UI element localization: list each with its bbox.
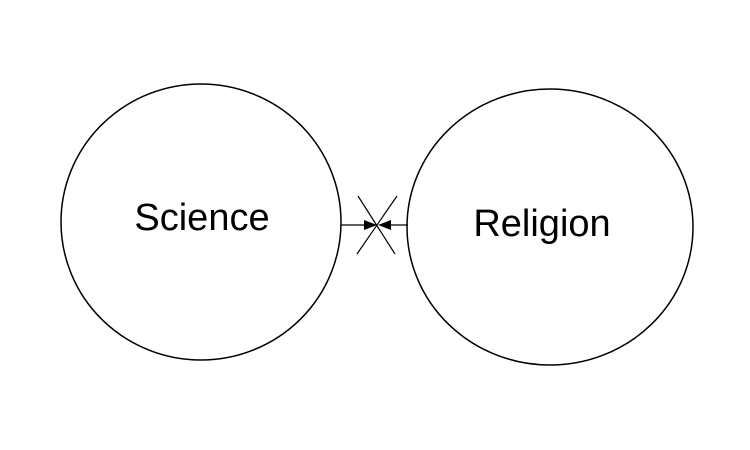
node-religion: Religion — [406, 88, 694, 366]
religion-label: Religion — [473, 203, 610, 245]
religion-arrow-head — [378, 220, 391, 230]
cross-line-2 — [356, 195, 398, 255]
science-circle — [60, 83, 342, 361]
science-label: Science — [134, 197, 269, 239]
religion-circle — [406, 88, 694, 366]
blocked-connection — [341, 195, 408, 255]
science-arrow-head — [364, 220, 377, 230]
node-science: Science — [60, 83, 342, 361]
